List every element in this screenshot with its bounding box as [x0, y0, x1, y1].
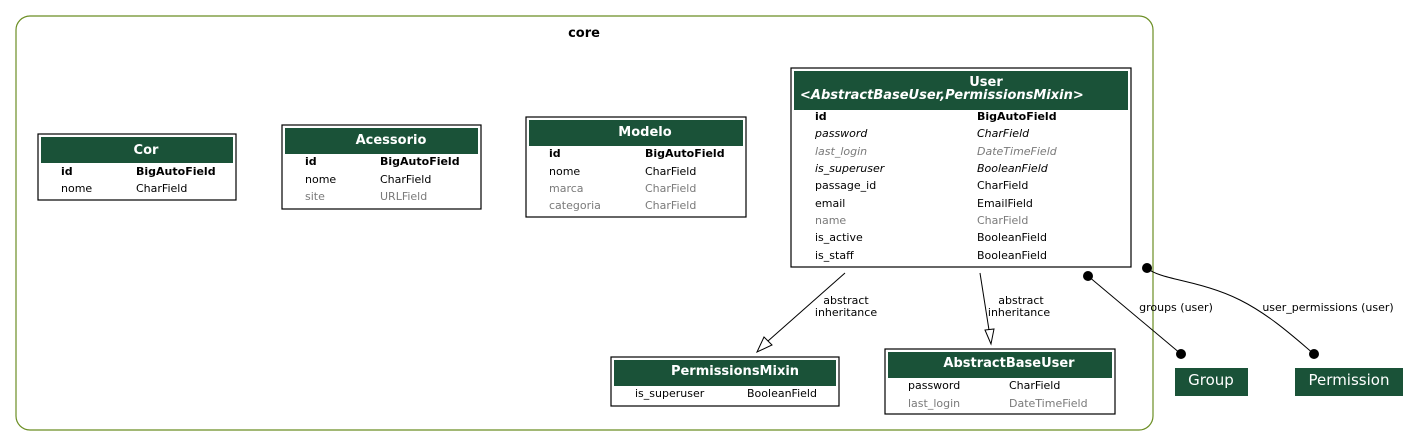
field-type: EmailField	[977, 197, 1033, 210]
edge-user-permissions-mixin: abstract inheritance	[755, 272, 877, 354]
field-name: is_active	[815, 231, 863, 244]
edge-endpoint-dot	[1176, 349, 1186, 359]
edge-label: inheritance	[815, 306, 877, 319]
external-model-title: Group	[1188, 371, 1234, 389]
field-type: CharField	[645, 199, 696, 212]
core-cluster-border	[15, 15, 1154, 431]
edge-user-group: groups (user)	[1083, 271, 1213, 359]
field-type: BigAutoField	[136, 165, 216, 178]
field-name: nome	[549, 165, 580, 178]
field-name: is_staff	[815, 249, 854, 262]
edge-endpoint-dot	[1142, 263, 1152, 273]
field-type: CharField	[645, 182, 696, 195]
field-name: password	[814, 127, 868, 140]
model-header	[794, 71, 1128, 110]
field-type: BigAutoField	[380, 155, 460, 168]
model-title: User	[969, 75, 1003, 90]
model-header	[41, 137, 233, 163]
field-name: id	[61, 165, 73, 178]
model-header	[285, 128, 478, 154]
field-name: is_superuser	[635, 387, 705, 400]
field-type: BigAutoField	[645, 147, 725, 160]
external-model-group[interactable]: Group	[1175, 368, 1248, 396]
model-permissions-mixin[interactable]: PermissionsMixin is_superuser BooleanFie…	[610, 356, 840, 407]
field-name: id	[815, 110, 827, 123]
edge-label: abstract	[998, 294, 1044, 307]
field-name: site	[305, 190, 325, 203]
edge-user-permission: user_permissions (user)	[1142, 263, 1394, 359]
model-header	[614, 360, 836, 386]
model-header	[888, 352, 1112, 378]
field-type: CharField	[1009, 379, 1060, 392]
field-type: BooleanField	[977, 249, 1047, 262]
field-name: last_login	[908, 397, 960, 410]
external-model-title: Permission	[1309, 371, 1390, 389]
model-title: Cor	[134, 143, 159, 158]
field-type: CharField	[977, 214, 1028, 227]
field-type: BooleanField	[977, 231, 1047, 244]
edge-endpoint-dot	[1309, 349, 1319, 359]
field-type: CharField	[380, 173, 431, 186]
field-name: id	[549, 147, 561, 160]
field-name: nome	[305, 173, 336, 186]
edge-label: inheritance	[988, 306, 1050, 319]
field-name: email	[815, 197, 845, 210]
field-type: CharField	[977, 179, 1028, 192]
model-title: Modelo	[618, 125, 671, 140]
field-type: CharField	[136, 182, 187, 195]
model-title: Acessorio	[356, 133, 427, 148]
edge-user-abstract-base-user: abstract inheritance	[979, 272, 1050, 346]
external-model-permission[interactable]: Permission	[1295, 368, 1403, 396]
model-modelo[interactable]: Modelo id BigAutoField nome CharField ma…	[525, 116, 747, 218]
model-title: PermissionsMixin	[671, 364, 799, 379]
field-type: DateTimeField	[977, 145, 1058, 158]
field-name: passage_id	[815, 179, 876, 192]
field-type: URLField	[380, 190, 427, 203]
model-subtitle: <AbstractBaseUser,PermissionsMixin>	[800, 88, 1084, 103]
field-name: nome	[61, 182, 92, 195]
field-type: BooleanField	[977, 162, 1049, 175]
model-title: AbstractBaseUser	[943, 356, 1075, 371]
field-name: categoria	[549, 199, 601, 212]
model-abstract-base-user[interactable]: AbstractBaseUser password CharField last…	[884, 348, 1116, 415]
field-name: id	[305, 155, 317, 168]
inheritance-arrowhead	[984, 328, 995, 346]
edge-label: abstract	[823, 294, 869, 307]
field-name: marca	[549, 182, 584, 195]
model-header	[529, 120, 743, 146]
inheritance-arrowhead	[755, 336, 773, 354]
model-user[interactable]: User <AbstractBaseUser,PermissionsMixin>…	[790, 67, 1132, 268]
edge-endpoint-dot	[1083, 271, 1093, 281]
cluster-title: core	[568, 26, 600, 41]
field-type: BigAutoField	[977, 110, 1057, 123]
edge-label: user_permissions (user)	[1262, 301, 1393, 314]
field-name: last_login	[815, 145, 867, 158]
field-type: BooleanField	[747, 387, 817, 400]
field-name: password	[908, 379, 960, 392]
field-name: name	[815, 214, 846, 227]
field-type: CharField	[977, 127, 1030, 140]
field-type: CharField	[645, 165, 696, 178]
field-name: is_superuser	[815, 162, 886, 175]
edge-label: groups (user)	[1139, 301, 1213, 314]
model-cor[interactable]: Cor id BigAutoField nome CharField	[37, 133, 237, 201]
model-acessorio[interactable]: Acessorio id BigAutoField nome CharField…	[281, 124, 482, 210]
field-type: DateTimeField	[1009, 397, 1088, 410]
